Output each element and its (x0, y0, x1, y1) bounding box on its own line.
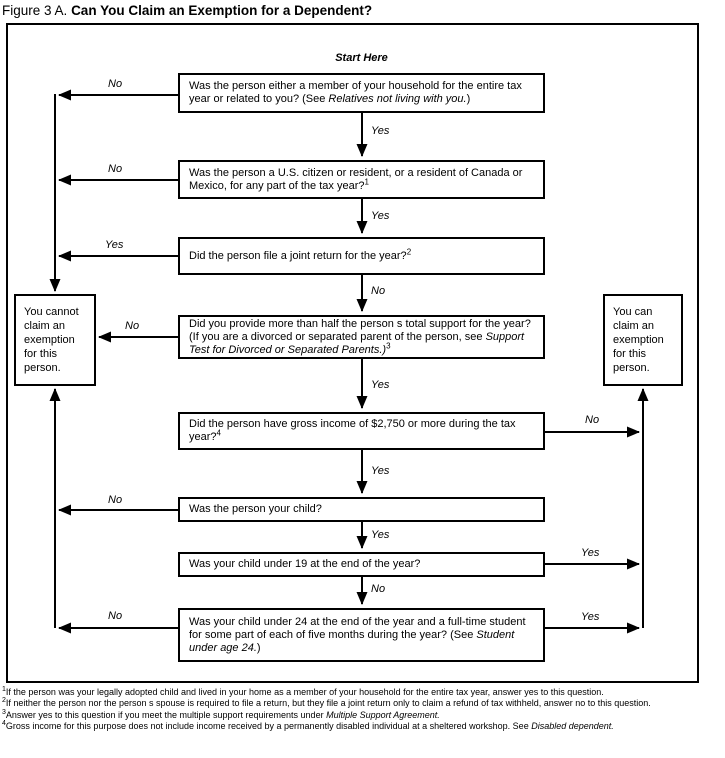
edge-label-q8-no: No (108, 610, 123, 622)
question-box-3: Did the person file a joint return for t… (178, 237, 545, 275)
footnote-2: 2If neither the person nor the person s … (2, 697, 651, 709)
edge-label-q2-no: No (108, 163, 123, 175)
question-box-5: Did the person have gross income of $2,7… (178, 412, 545, 450)
question-box-8: Was your child under 24 at the end of th… (178, 608, 545, 662)
flowchart-border (6, 23, 699, 683)
edge-label-q3-yes: Yes (105, 239, 124, 251)
question-box-7: Was your child under 19 at the end of th… (178, 552, 545, 577)
question-box-2: Was the person a U.S. citizen or residen… (178, 160, 545, 199)
footnote-3: 3Answer yes to this question if you meet… (2, 708, 440, 720)
edge-label-q3-no: No (371, 285, 386, 297)
edge-label-q2-yes: Yes (371, 210, 390, 222)
edge-label-q7-no: No (371, 583, 386, 595)
question-text: Was your child under 24 at the end of th… (189, 615, 526, 654)
outcome-cannot-claim-box: You cannot claim an exemption for this p… (14, 294, 96, 386)
question-text: Did the person file a joint return for t… (189, 246, 412, 262)
footnotes: 1If the person was your legally adopted … (2, 686, 708, 733)
question-box-6: Was the person your child? (178, 497, 545, 522)
edge-label-q1-yes: Yes (371, 125, 390, 137)
edge-label-q5-yes: Yes (371, 465, 390, 477)
question-box-4: Did you provide more than half the perso… (178, 315, 545, 359)
footnote-1: 1If the person was your legally adopted … (2, 686, 604, 697)
question-text: Did you provide more than half the perso… (189, 317, 531, 356)
question-text: Was the person either a member of your h… (189, 80, 522, 105)
edge-label-q4-no: No (125, 320, 140, 332)
question-text: Was your child under 19 at the end of th… (189, 558, 421, 570)
question-text: Did the person have gross income of $2,7… (189, 418, 516, 443)
edge-label-q4-yes: Yes (371, 379, 390, 391)
start-here-label: Start Here (335, 52, 388, 64)
question-box-1: Was the person either a member of your h… (178, 73, 545, 113)
edge-label-q6-no: No (108, 494, 123, 506)
figure-title-main: Can You Claim an Exemption for a Depende… (71, 3, 373, 18)
edge-label-q5-no: No (585, 414, 600, 426)
footnote-4: 4Gross income for this purpose does not … (2, 720, 614, 732)
edge-label-q1-no: No (108, 78, 123, 90)
edge-label-q7-yes: Yes (581, 547, 600, 559)
question-text: Was the person your child? (189, 503, 322, 515)
question-text: Was the person a U.S. citizen or residen… (189, 166, 523, 192)
edge-label-q6-yes: Yes (371, 529, 390, 541)
edge-label-q8-yes: Yes (581, 611, 600, 623)
figure-title: Figure 3 A. Can You Claim an Exemption f… (2, 3, 372, 18)
figure-title-prefix: Figure 3 A. (2, 3, 68, 18)
outcome-can-claim-box: You can claim an exemption for this pers… (603, 294, 683, 386)
